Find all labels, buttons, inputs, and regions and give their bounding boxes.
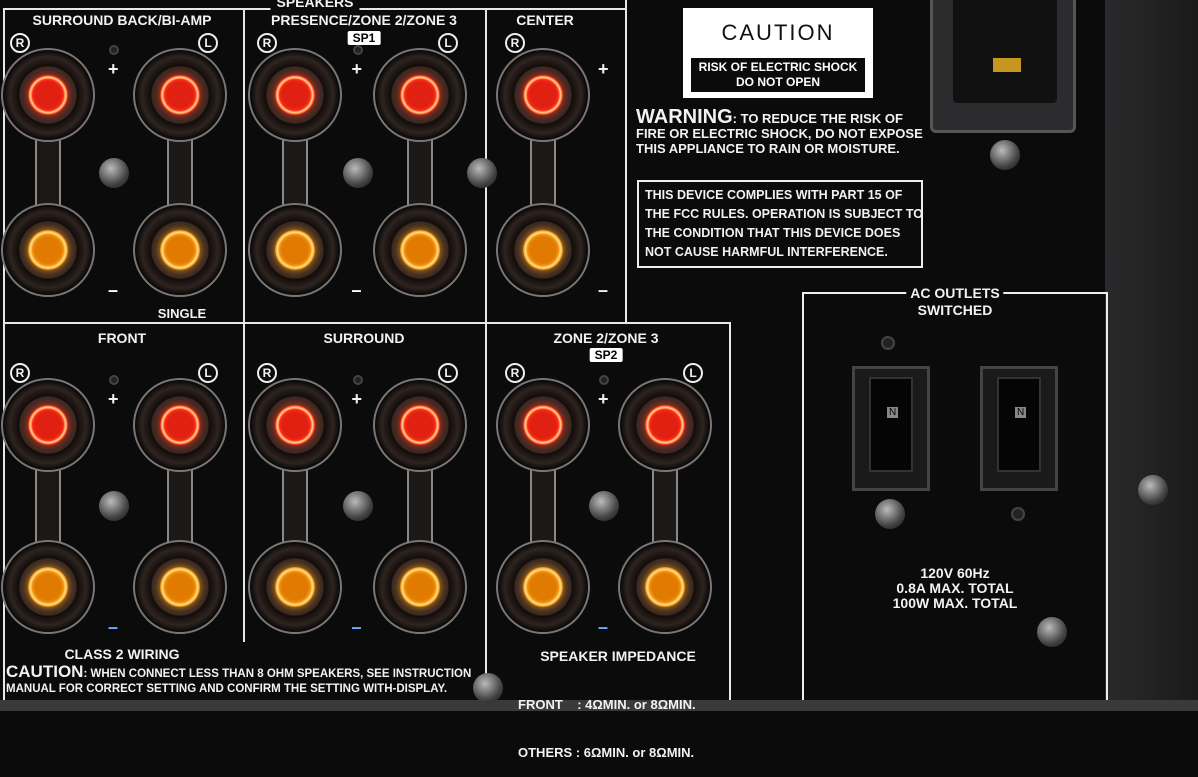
speaker-post-positive-core[interactable] [275, 75, 315, 115]
led-hole [352, 375, 363, 385]
hole [1011, 507, 1025, 521]
chassis-side [1105, 0, 1198, 711]
hole [881, 336, 895, 350]
sp2-badge: SP2 [589, 348, 623, 362]
led-hole [352, 45, 363, 55]
r-marker: R [505, 363, 525, 383]
speaker-post-positive-core[interactable] [160, 405, 200, 445]
led-hole [599, 375, 609, 385]
plus-sign: + [598, 59, 609, 79]
speaker-post-negative-core[interactable] [160, 230, 200, 270]
speaker-post-negative[interactable] [248, 540, 342, 634]
plus-sign: + [108, 59, 119, 79]
ac-spec: 120V 60Hz 0.8A MAX. TOTAL 100W MAX. TOTA… [892, 565, 1018, 611]
speaker-post-positive-core[interactable] [160, 75, 200, 115]
speaker-post-positive-core[interactable] [523, 75, 563, 115]
l-marker: L [198, 33, 218, 53]
speaker-post-positive-core[interactable] [28, 405, 68, 445]
screw [467, 158, 497, 188]
speaker-post-positive-core[interactable] [645, 405, 685, 445]
screw [1037, 617, 1067, 647]
minus-sign: – [598, 280, 609, 300]
plus-sign: + [351, 59, 363, 79]
minus-sign: – [598, 617, 609, 637]
speaker-post-negative-core[interactable] [28, 567, 68, 607]
plus-sign: + [598, 389, 609, 409]
speaker-caution: CAUTION: WHEN CONNECT LESS THAN 8 OHM SP… [6, 662, 472, 695]
speaker-post-positive-core[interactable] [275, 405, 315, 445]
speaker-post-negative[interactable] [496, 203, 590, 297]
r-marker: R [505, 33, 525, 53]
ac-outlets-title: AC OUTLETS [906, 285, 1004, 301]
led-hole [109, 45, 119, 55]
minus-sign: – [108, 280, 119, 300]
minus-sign: – [108, 617, 119, 637]
screw [875, 499, 905, 529]
plus-sign: + [351, 389, 363, 409]
screw [1138, 475, 1168, 505]
screw [589, 491, 619, 521]
speaker-post-positive-core[interactable] [523, 405, 563, 445]
label-presence: PRESENCE/ZONE 2/ZONE 3 [271, 12, 457, 28]
label-surround: SURROUND [323, 330, 405, 346]
screw [99, 157, 129, 188]
speakers-header: SPEAKERS [270, 0, 360, 10]
speaker-post-negative-core[interactable] [400, 567, 440, 607]
ac-outlet-2[interactable]: N [980, 366, 1058, 491]
speaker-post-negative-core[interactable] [523, 567, 563, 607]
minus-sign: – [351, 280, 362, 300]
speaker-post-negative-core[interactable] [400, 230, 440, 270]
r-marker: R [257, 33, 277, 53]
speaker-post-positive-core[interactable] [400, 405, 440, 445]
screw [342, 491, 373, 521]
label-zone: ZONE 2/ZONE 3 [553, 330, 659, 346]
screw [342, 157, 373, 188]
speaker-post-positive[interactable] [133, 378, 227, 472]
minus-sign: – [351, 617, 362, 637]
speaker-post-negative-core[interactable] [160, 567, 200, 607]
l-marker: L [438, 363, 458, 383]
speaker-post-negative-core[interactable] [275, 567, 315, 607]
power-inlet [930, 0, 1076, 133]
warning-text: WARNING: TO REDUCE THE RISK OF FIRE OR E… [636, 106, 923, 156]
r-marker: R [10, 33, 30, 53]
plus-sign: + [108, 389, 119, 409]
screw [99, 491, 129, 521]
ac-outlet-1[interactable]: N [852, 366, 930, 491]
r-marker: R [257, 363, 277, 383]
sp1-badge: SP1 [347, 31, 381, 45]
fcc-notice: THIS DEVICE COMPLIES WITH PART 15 OF THE… [637, 180, 923, 268]
class2-label: CLASS 2 WIRING [64, 646, 180, 662]
screw [473, 673, 503, 703]
chassis-bottom [0, 700, 1198, 711]
label-center: CENTER [516, 12, 574, 28]
screw [990, 140, 1020, 170]
impedance-values: FRONT : 4ΩMIN. or 8ΩMIN. OTHERS : 6ΩMIN.… [518, 697, 696, 760]
speaker-post-negative-core[interactable] [275, 230, 315, 270]
speaker-post-negative-core[interactable] [523, 230, 563, 270]
l-marker: L [683, 363, 703, 383]
speaker-post-negative-core[interactable] [28, 230, 68, 270]
label-front: FRONT [97, 330, 147, 346]
caution-label: CAUTION RISK OF ELECTRIC SHOCK DO NOT OP… [683, 8, 873, 98]
impedance-title: SPEAKER IMPEDANCE [540, 648, 696, 664]
speaker-post-positive-core[interactable] [28, 75, 68, 115]
r-marker: R [10, 363, 30, 383]
speaker-post-positive[interactable] [1, 378, 95, 472]
ac-outlets-panel [802, 292, 1108, 700]
l-marker: L [198, 363, 218, 383]
led-hole [109, 375, 119, 385]
speaker-post-positive-core[interactable] [400, 75, 440, 115]
l-marker: L [438, 33, 458, 53]
speaker-post-negative-core[interactable] [645, 567, 685, 607]
label-surround-back: SURROUND BACK/BI-AMP [32, 12, 212, 28]
label-single: SINGLE [157, 306, 207, 321]
ac-outlets-subtitle: SWITCHED [917, 302, 993, 318]
caution-word: CAUTION [6, 662, 84, 681]
